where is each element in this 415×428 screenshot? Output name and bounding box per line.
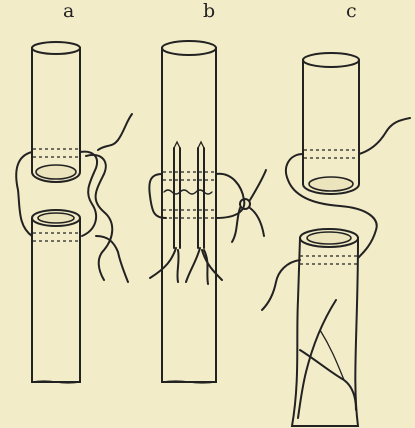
panel-c-upper-vessel: [303, 53, 359, 194]
panel-b-vessel: [162, 41, 216, 383]
panel-c-lower-vessel: [292, 229, 358, 426]
panel-c-drawing: [262, 53, 410, 426]
panel-a-lower-vessel: [32, 210, 80, 383]
panel-a-upper-vessel: [32, 42, 80, 182]
panel-a-drawing: [16, 42, 132, 383]
panel-b-drawing: [149, 41, 266, 383]
